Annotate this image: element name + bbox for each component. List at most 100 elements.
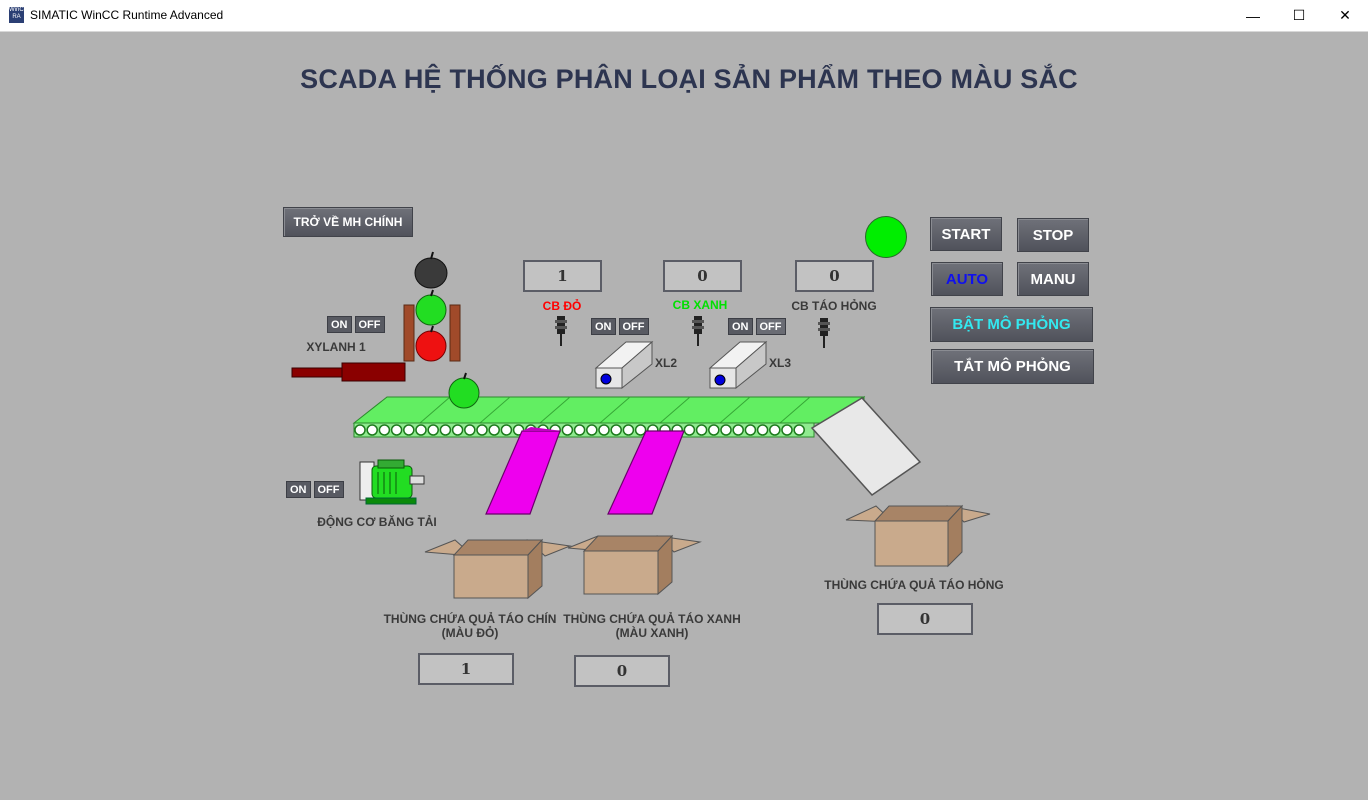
xl3-cylinder bbox=[708, 340, 768, 390]
conveyor-roller bbox=[634, 424, 647, 436]
window-title: SIMATIC WinCC Runtime Advanced bbox=[30, 8, 224, 22]
green-bin-label: THÙNG CHỨA QUẢ TÁO XANH (MÀU XANH) bbox=[560, 612, 744, 640]
reject-bin-box bbox=[845, 504, 991, 568]
manu-button[interactable]: MANU bbox=[1017, 262, 1089, 296]
conveyor-rollers bbox=[354, 424, 805, 436]
sensor-red-count: 1 bbox=[523, 260, 602, 292]
sensor-red-icon bbox=[555, 316, 567, 346]
sensor-green-label: CB XANH bbox=[672, 298, 728, 312]
xl3-switch: ON OFF bbox=[728, 318, 786, 335]
green-apple-on-belt-icon bbox=[448, 372, 480, 409]
conveyor-roller bbox=[586, 424, 598, 436]
conveyor-roller bbox=[403, 424, 415, 436]
xl2-label: XL2 bbox=[654, 356, 677, 370]
start-button[interactable]: START bbox=[930, 217, 1002, 251]
red-bin-label-line2: (MÀU ĐỎ) bbox=[441, 626, 499, 640]
conveyor-roller bbox=[561, 424, 574, 436]
red-apple-chute bbox=[485, 430, 561, 515]
conveyor-roller bbox=[415, 424, 427, 436]
auto-button[interactable]: AUTO bbox=[931, 262, 1003, 296]
conveyor-roller bbox=[769, 424, 781, 436]
conveyor-roller bbox=[598, 424, 610, 436]
xylanh1-off-button[interactable]: OFF bbox=[354, 316, 385, 333]
conveyor-belt-top bbox=[352, 396, 866, 424]
motor-off-button[interactable]: OFF bbox=[313, 481, 344, 498]
window-titlebar: WinCC RA SIMATIC WinCC Runtime Advanced … bbox=[0, 0, 1368, 32]
feeder-right-post bbox=[449, 304, 461, 362]
conveyor-roller bbox=[781, 424, 793, 436]
wincc-app-icon: WinCC RA bbox=[9, 7, 28, 23]
sensor-red-label: CB ĐỎ bbox=[542, 299, 582, 313]
xl2-off-button[interactable]: OFF bbox=[618, 318, 649, 335]
xylanh1-rod bbox=[291, 367, 343, 378]
xl3-off-button[interactable]: OFF bbox=[755, 318, 786, 335]
reject-bin-count: 0 bbox=[877, 603, 973, 635]
reject-bin-label-line1: THÙNG CHỨA QUẢ TÁO HỎNG bbox=[824, 578, 1004, 592]
motor-switch: ON OFF bbox=[286, 481, 344, 498]
close-button[interactable]: ✕ bbox=[1339, 7, 1351, 23]
reject-bin-label: THÙNG CHỨA QUẢ TÁO HỎNG bbox=[820, 578, 1008, 592]
green-apple-chute bbox=[607, 430, 685, 515]
sensor-green-icon bbox=[692, 316, 704, 346]
xylanh1-body bbox=[341, 362, 406, 382]
conveyor-roller bbox=[756, 424, 769, 436]
conveyor-roller bbox=[476, 424, 488, 436]
xl2-on-button[interactable]: ON bbox=[591, 318, 616, 335]
xl3-on-button[interactable]: ON bbox=[728, 318, 753, 335]
conveyor-roller bbox=[427, 424, 439, 436]
conveyor-roller bbox=[573, 424, 586, 436]
conveyor-roller bbox=[793, 424, 805, 436]
page-title: SCADA HỆ THỐNG PHÂN LOẠI SẢN PHẨM THEO M… bbox=[300, 64, 1078, 94]
process-graphics bbox=[291, 251, 991, 600]
sensor-reject-label: CB TÁO HỎNG bbox=[791, 299, 877, 313]
conveyor-motor-icon bbox=[359, 459, 425, 505]
xl2-switch: ON OFF bbox=[591, 318, 649, 335]
green-bin-box bbox=[567, 534, 702, 596]
simulation-off-button[interactable]: TẮT MÔ PHỎNG bbox=[931, 349, 1094, 384]
red-bin-box bbox=[424, 538, 572, 600]
red-apple-icon bbox=[415, 325, 447, 362]
conveyor-roller bbox=[683, 424, 696, 436]
hmi-screen: SCADA HỆ THỐNG PHÂN LOẠI SẢN PHẨM THEO M… bbox=[0, 31, 1368, 800]
simulation-on-button[interactable]: BẬT MÔ PHỎNG bbox=[930, 307, 1093, 342]
sensor-reject-count: 0 bbox=[795, 260, 874, 292]
conveyor-roller bbox=[500, 424, 513, 436]
xl2-cylinder bbox=[594, 340, 654, 390]
conveyor-roller bbox=[744, 424, 757, 436]
xylanh1-switch: ON OFF bbox=[327, 316, 385, 333]
conveyor-roller bbox=[464, 424, 476, 436]
minimize-button[interactable]: — bbox=[1246, 7, 1260, 24]
conveyor-roller bbox=[451, 424, 464, 436]
red-apple-chute-edge bbox=[522, 427, 562, 431]
red-bin-count: 1 bbox=[418, 653, 514, 685]
green-apple-icon bbox=[415, 289, 447, 326]
conveyor-belt-lines bbox=[419, 396, 811, 424]
sensor-green-count: 0 bbox=[663, 260, 742, 292]
conveyor-roller bbox=[366, 424, 378, 436]
conveyor-roller bbox=[354, 424, 366, 436]
black-apple-icon bbox=[414, 251, 448, 289]
green-bin-label-line1: THÙNG CHỨA QUẢ TÁO XANH bbox=[563, 612, 741, 626]
conveyor-roller bbox=[488, 424, 500, 436]
green-bin-label-line2: (MÀU XANH) bbox=[615, 626, 689, 640]
back-to-main-button[interactable]: TRỞ VỀ MH CHÍNH bbox=[283, 207, 413, 237]
stop-button[interactable]: STOP bbox=[1017, 218, 1089, 252]
red-bin-label: THÙNG CHỨA QUẢ TÁO CHÍN (MÀU ĐỎ) bbox=[380, 612, 560, 640]
conveyor-roller bbox=[695, 424, 708, 436]
red-bin-label-line1: THÙNG CHỨA QUẢ TÁO CHÍN bbox=[383, 612, 557, 626]
motor-on-button[interactable]: ON bbox=[286, 481, 311, 498]
conveyor-roller bbox=[378, 424, 391, 436]
maximize-button[interactable]: ☐ bbox=[1292, 7, 1306, 23]
sensor-reject-icon bbox=[818, 318, 830, 348]
conveyor-roller bbox=[622, 424, 635, 436]
motor-label: ĐỘNG CƠ BĂNG TẢI bbox=[317, 515, 437, 529]
xl3-label: XL3 bbox=[768, 356, 791, 370]
xylanh1-label: XYLANH 1 bbox=[306, 340, 366, 354]
feeder-left-post bbox=[403, 304, 415, 362]
conveyor-roller bbox=[708, 424, 720, 436]
xylanh1-on-button[interactable]: ON bbox=[327, 316, 352, 333]
conveyor-roller bbox=[732, 424, 744, 436]
conveyor-roller bbox=[610, 424, 622, 436]
green-bin-count: 0 bbox=[574, 655, 670, 687]
conveyor-roller bbox=[439, 424, 452, 436]
